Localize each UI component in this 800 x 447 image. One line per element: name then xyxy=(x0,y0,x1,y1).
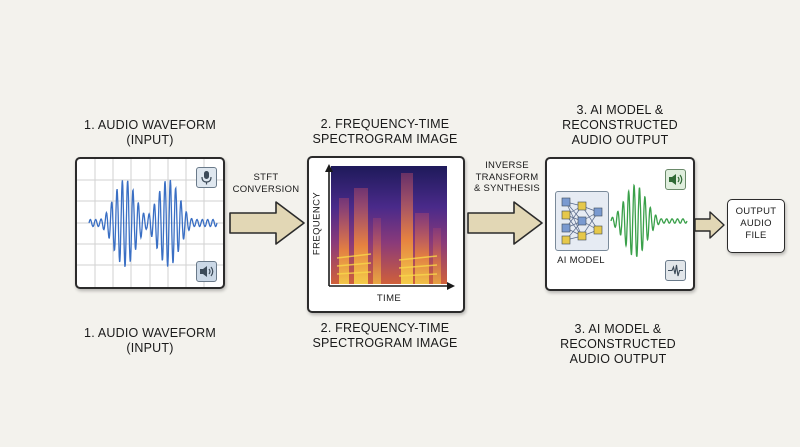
spectrogram-harmonics xyxy=(336,253,438,277)
stage1-caption-bottom: 1. AUDIO WAVEFORM (INPUT) xyxy=(84,326,216,355)
output-waveform-svg xyxy=(610,183,688,257)
stage2-caption-top: 2. FREQUENCY-TIME SPECTROGRAM IMAGE xyxy=(312,117,458,146)
audio-waveform-panel xyxy=(75,157,225,289)
waveform-icon[interactable] xyxy=(665,260,686,281)
neural-network-icon xyxy=(561,197,603,245)
time-axis-label: TIME xyxy=(376,293,402,304)
ai-model-panel: AI MODEL xyxy=(545,157,695,291)
input-waveform xyxy=(88,179,218,267)
speaker-icon[interactable] xyxy=(196,261,217,282)
stage2-caption-bottom: 2. FREQUENCY-TIME SPECTROGRAM IMAGE xyxy=(312,321,458,350)
stage3-caption-bottom: 3. AI MODEL & RECONSTRUCTED AUDIO OUTPUT xyxy=(560,322,676,366)
output-waveform xyxy=(610,183,688,257)
stft-arrow xyxy=(229,201,305,245)
inverse-transform-arrow xyxy=(467,201,543,245)
spectrogram-panel: FREQUENCY TIME xyxy=(307,156,465,313)
output-audio-file-label: OUTPUT AUDIO FILE xyxy=(735,206,777,241)
stage3-caption-top: 3. AI MODEL & RECONSTRUCTED AUDIO OUTPUT xyxy=(562,103,678,147)
frequency-axis-label: FREQUENCY xyxy=(311,191,323,256)
stage1-caption-top: 1. AUDIO WAVEFORM (INPUT) xyxy=(84,118,216,147)
neural-network-box xyxy=(555,191,609,251)
output-audio-file-box[interactable]: OUTPUT AUDIO FILE xyxy=(727,199,785,253)
spectrogram-plot xyxy=(325,164,455,290)
speaker-icon[interactable] xyxy=(665,169,686,190)
microphone-icon[interactable] xyxy=(196,167,217,188)
spectrogram-bands xyxy=(339,173,441,284)
ai-model-label: AI MODEL xyxy=(557,255,605,266)
inverse-transform-label: INVERSE TRANSFORM & SYNTHESIS xyxy=(473,160,541,194)
output-arrow xyxy=(694,211,725,239)
stft-conversion-label: STFT CONVERSION xyxy=(232,172,300,195)
